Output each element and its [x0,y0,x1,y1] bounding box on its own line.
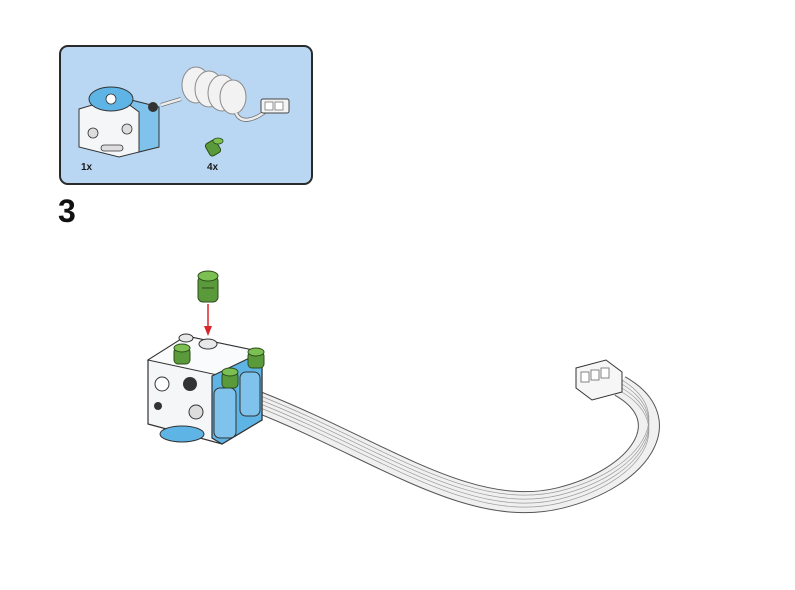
motor-assembly-icon [146,333,264,445]
connector-plug-icon [575,359,623,401]
insert-arrow-icon [204,304,212,336]
motor-quantity: 1x [81,162,93,173]
cable-plug-icon [260,98,290,114]
step-number: 3 [58,193,76,229]
installed-pins-icon [173,343,265,389]
flat-cable-icon [253,376,660,514]
motor-icon [78,86,160,158]
green-pin-icon [204,137,224,157]
pin-quantity: 4x [207,162,219,173]
coiled-cable-icon [160,66,268,122]
parts-list-panel: 1x 4x [59,45,313,185]
parts-list-illustration [78,66,290,158]
loose-green-pin-icon [197,270,219,303]
